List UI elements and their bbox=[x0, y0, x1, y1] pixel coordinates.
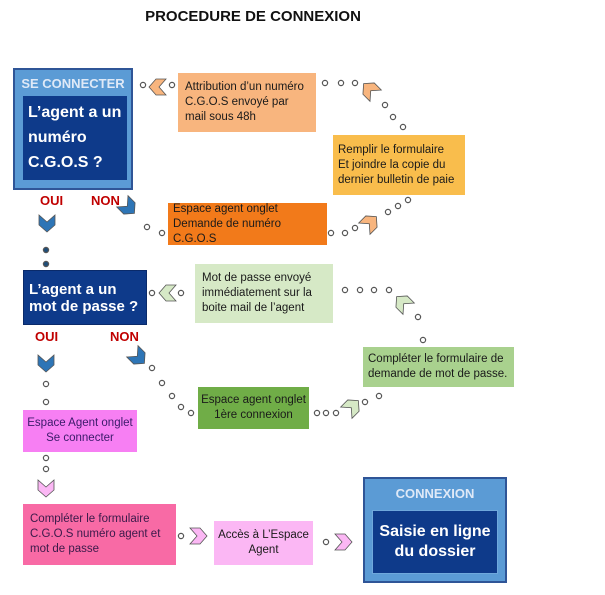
connector-dot bbox=[158, 379, 166, 387]
connector-dot bbox=[356, 286, 364, 294]
chevron-arrow-icon bbox=[189, 527, 208, 545]
connector-dot bbox=[148, 364, 156, 372]
chevron-arrow-icon bbox=[395, 295, 416, 316]
online-entry-text: Saisie en ligne du dossier bbox=[372, 510, 498, 574]
connector-dot bbox=[322, 409, 330, 417]
connector-dot bbox=[404, 196, 412, 204]
has-password-question-text: L’agent a un mot de passe ? bbox=[29, 280, 139, 315]
connector-dot bbox=[351, 224, 359, 232]
has-cgos-question: L’agent a un numéro C.G.O.S ? bbox=[23, 96, 127, 180]
connector-dot bbox=[139, 81, 147, 89]
cgos-request-box: Espace agent onglet Demande de numéro C.… bbox=[168, 203, 327, 245]
connector-dot bbox=[168, 81, 176, 89]
password-form-box: Compléter le formulaire de demande de mo… bbox=[363, 347, 514, 387]
chevron-arrow-icon bbox=[362, 82, 383, 103]
no-label-1: NON bbox=[91, 193, 120, 208]
connector-dot bbox=[394, 202, 402, 210]
cgos-attribution-box: Attribution d’un numéro C.G.O.S envoyé p… bbox=[178, 73, 316, 132]
connector-dot bbox=[42, 454, 50, 462]
has-password-question: L’agent a un mot de passe ? bbox=[23, 270, 147, 325]
first-connection-box: Espace agent onglet 1ère connexion bbox=[198, 387, 309, 429]
connector-dot bbox=[337, 79, 345, 87]
connect-tab-box: Espace Agent onglet Se connecter bbox=[23, 410, 137, 452]
connector-dot bbox=[177, 289, 185, 297]
connector-dot bbox=[381, 101, 389, 109]
online-entry-label: Saisie en ligne du dossier bbox=[379, 523, 491, 560]
connector-dot bbox=[327, 229, 335, 237]
chevron-arrow-icon bbox=[158, 284, 177, 302]
connector-dot bbox=[313, 409, 321, 417]
connector-dot bbox=[177, 532, 185, 540]
connector-dot bbox=[177, 403, 185, 411]
access-box: Accès à L’Espace Agent bbox=[214, 521, 313, 565]
fill-form-line: dernier bulletin de paie bbox=[338, 173, 455, 186]
connector-dot bbox=[148, 289, 156, 297]
connector-dot bbox=[399, 123, 407, 131]
chevron-arrow-icon bbox=[37, 479, 55, 498]
se-connecter-box: SE CONNECTER L’agent a un numéro C.G.O.S… bbox=[13, 68, 133, 190]
connexion-header: CONNEXION bbox=[395, 486, 475, 501]
no-label-2: NON bbox=[110, 329, 139, 344]
chevron-arrow-icon bbox=[115, 194, 136, 215]
connector-dot bbox=[42, 380, 50, 388]
connector-dot bbox=[321, 79, 329, 87]
connector-dot bbox=[42, 260, 50, 268]
connector-dot bbox=[42, 465, 50, 473]
connector-dot bbox=[361, 398, 369, 406]
password-sent-box: Mot de passe envoyé immédiatement sur la… bbox=[195, 264, 333, 323]
connector-dot bbox=[375, 392, 383, 400]
chevron-arrow-icon bbox=[334, 533, 353, 551]
connector-dot bbox=[42, 246, 50, 254]
login-form-box: Compléter le formulaire C.G.O.S numéro a… bbox=[23, 504, 176, 565]
connector-dot bbox=[351, 79, 359, 87]
connexion-box: CONNEXION Saisie en ligne du dossier bbox=[363, 477, 507, 583]
chevron-arrow-icon bbox=[148, 78, 167, 96]
connector-dot bbox=[341, 229, 349, 237]
connector-dot bbox=[187, 409, 195, 417]
yes-label-2: OUI bbox=[35, 329, 59, 344]
connector-dot bbox=[384, 208, 392, 216]
connector-dot bbox=[370, 286, 378, 294]
connector-dot bbox=[42, 398, 50, 406]
chevron-arrow-icon bbox=[38, 214, 56, 233]
fill-form-box: Remplir le formulaire Et joindre la copi… bbox=[333, 135, 465, 195]
fill-form-line: Et joindre la copie du bbox=[338, 158, 446, 171]
connector-dot bbox=[389, 113, 397, 121]
connector-dot bbox=[158, 229, 166, 237]
chevron-arrow-icon bbox=[339, 399, 360, 420]
page-title: PROCEDURE DE CONNEXION bbox=[145, 8, 361, 25]
connector-dot bbox=[322, 538, 330, 546]
connector-dot bbox=[168, 392, 176, 400]
connector-dot bbox=[419, 336, 427, 344]
se-connecter-header: SE CONNECTER bbox=[21, 76, 125, 91]
connector-dot bbox=[332, 409, 340, 417]
fill-form-line: Remplir le formulaire bbox=[338, 143, 445, 156]
yes-label-1: OUI bbox=[40, 193, 64, 208]
connector-dot bbox=[414, 313, 422, 321]
connector-dot bbox=[341, 286, 349, 294]
connector-dot bbox=[385, 286, 393, 294]
chevron-arrow-icon bbox=[37, 354, 55, 373]
connector-dot bbox=[143, 223, 151, 231]
chevron-arrow-icon bbox=[125, 344, 146, 365]
chevron-arrow-icon bbox=[357, 215, 378, 236]
